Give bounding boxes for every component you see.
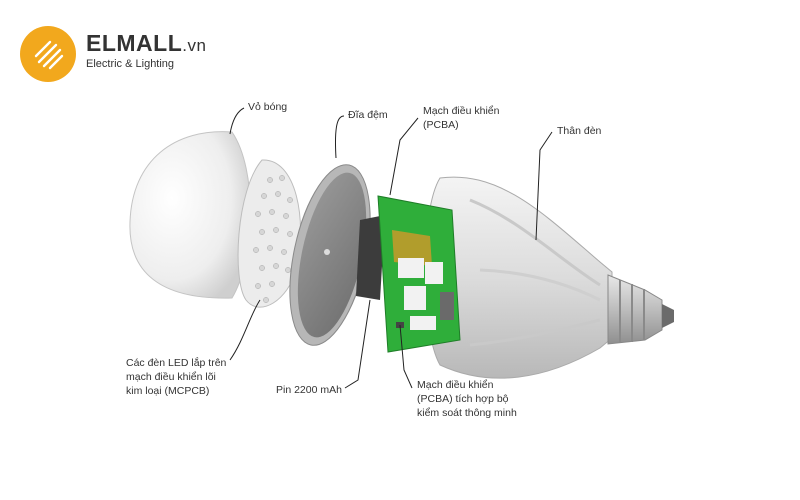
led-dot	[267, 245, 273, 251]
led-dot	[261, 193, 267, 199]
led-dot	[275, 191, 281, 197]
led-dot	[259, 265, 265, 271]
led-dot	[279, 175, 285, 181]
label-body: Thân đèn	[557, 125, 602, 137]
led-dot	[255, 283, 261, 289]
led-dot	[255, 211, 261, 217]
screw-base	[607, 274, 674, 345]
bulb-logo-icon	[20, 26, 76, 82]
led-dot	[287, 197, 293, 203]
led-dot	[269, 281, 275, 287]
label-pcba-bottom: Mạch điều khiển (PCBA) tích hợp bộ kiểm …	[417, 379, 517, 419]
lamp-body	[424, 176, 613, 379]
led-dot	[267, 177, 273, 183]
label-dome: Vỏ bóng	[248, 101, 288, 113]
battery	[356, 215, 385, 300]
led-dot	[285, 267, 291, 273]
pcba-board	[377, 195, 461, 353]
led-dot	[273, 227, 279, 233]
bulb-dome	[129, 131, 251, 299]
led-board-mcpcb	[237, 159, 301, 308]
led-dot	[281, 249, 287, 255]
label-battery: Pin 2200 mAh	[276, 384, 342, 396]
label-pcba-top: Mạch điều khiển (PCBA)	[423, 105, 500, 131]
brand-logo[interactable]: ELMALL.vn Electric & Lighting	[20, 22, 220, 82]
brand-name: ELMALL.vn	[86, 30, 207, 56]
label-gasket: Đĩa đệm	[348, 109, 388, 121]
led-dot	[269, 209, 275, 215]
led-dot	[259, 229, 265, 235]
led-dot	[263, 297, 269, 303]
label-led: Các đèn LED lắp trên mạch điều khiển lõi…	[126, 357, 227, 397]
led-dot	[283, 213, 289, 219]
leader-lines	[229, 107, 553, 389]
led-dot	[253, 247, 259, 253]
gasket-disc	[289, 164, 371, 346]
led-dot	[287, 231, 293, 237]
brand-tagline: Electric & Lighting	[86, 58, 175, 70]
led-dot	[273, 263, 279, 269]
